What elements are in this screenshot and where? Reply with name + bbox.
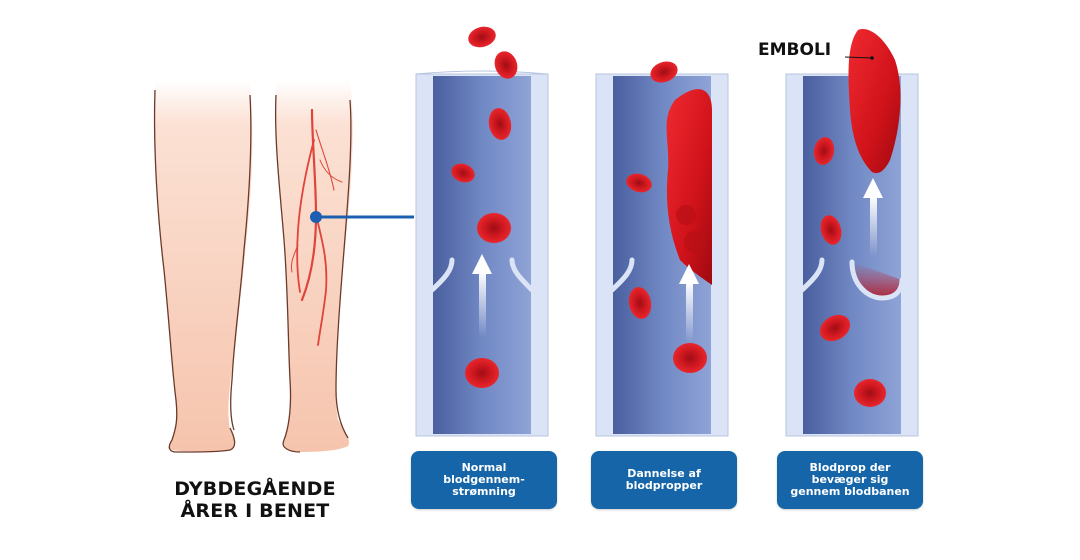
caption-clot-moving: Blodprop der bevæger sig gennem blodbane… <box>777 451 923 509</box>
embolus <box>848 29 901 174</box>
caption-line: bevæger sig <box>811 473 889 486</box>
left-leg <box>153 80 253 453</box>
caption-clot-formation: Dannelse af blodpropper <box>591 451 737 509</box>
caption-line: blodpropper <box>625 479 703 492</box>
legs-title-line-1: DYBDEGÅENDE <box>174 478 336 500</box>
caption-line: blodgennem- <box>443 473 525 486</box>
caption-line: strømning <box>452 485 516 498</box>
legs-title-line-2: ÅRER I BENET <box>180 500 330 522</box>
vessel-clot-formation <box>595 61 729 437</box>
pointer-dot <box>310 211 322 223</box>
caption-line: Blodprop der <box>809 461 891 474</box>
caption-line: Dannelse af <box>627 467 701 480</box>
caption-line: gennem blodbanen <box>790 485 910 498</box>
vessel-normal <box>415 26 549 437</box>
vessel-embolus-moving <box>785 29 919 437</box>
caption-normal-flow: Normal blodgennem- strømning <box>411 451 557 509</box>
legs-title: DYBDEGÅENDE ÅRER I BENET <box>150 478 360 522</box>
caption-line: Normal <box>461 461 507 474</box>
right-leg <box>274 80 414 453</box>
emboli-label: EMBOLI <box>758 40 832 60</box>
